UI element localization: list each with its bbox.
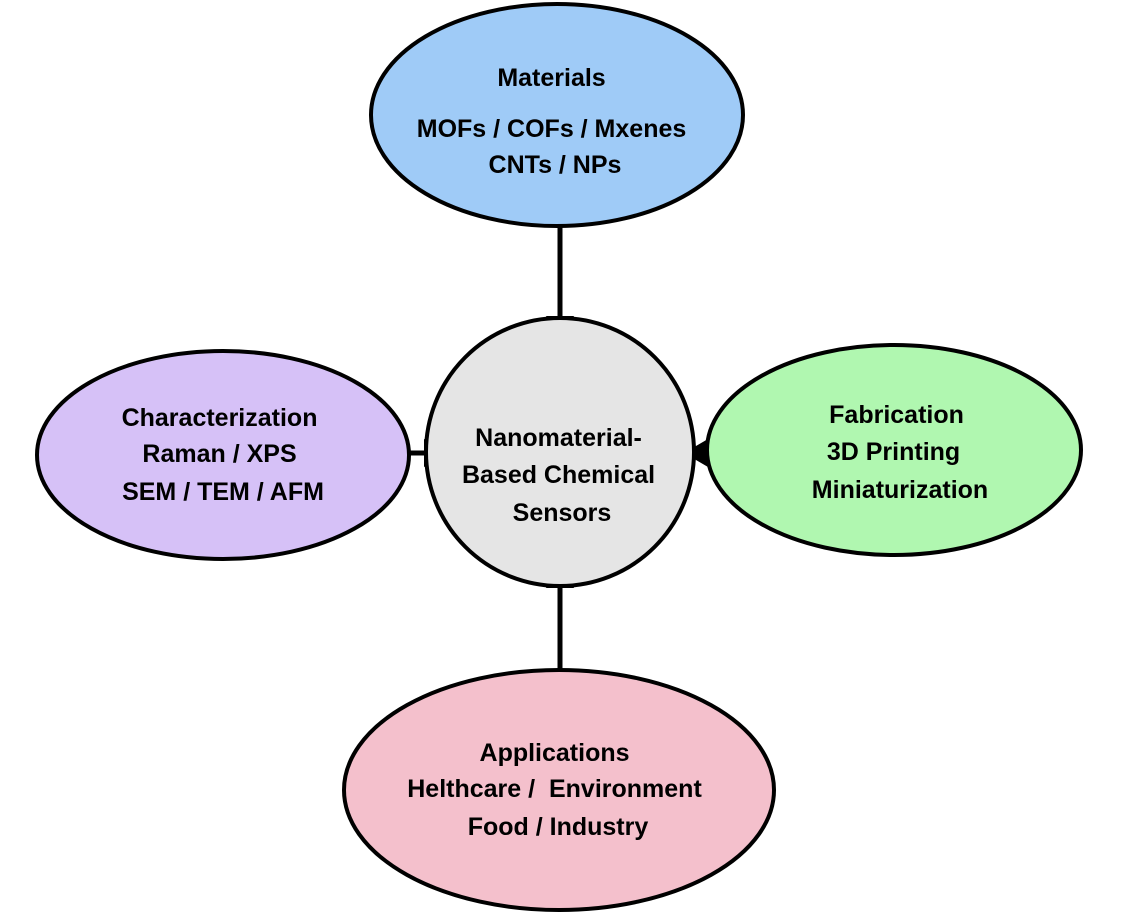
center-line-0: Nanomaterial- xyxy=(475,424,642,452)
center-line-2: Sensors xyxy=(513,499,612,527)
materials-title: Materials xyxy=(497,64,605,92)
applications-ellipse xyxy=(342,668,776,912)
characterization-title: Characterization xyxy=(122,404,318,432)
characterization-ellipse xyxy=(35,349,411,561)
materials-text: Materials MOFs / COFs / Mxenes CNTs / NP… xyxy=(417,64,693,179)
applications-text: Applications Helthcare / Environment Foo… xyxy=(407,739,708,841)
characterization-line-2: SEM / TEM / AFM xyxy=(122,478,324,506)
applications-line-2: Food / Industry xyxy=(468,813,649,841)
node-applications: Applications Helthcare / Environment Foo… xyxy=(342,668,776,912)
fabrication-title: Fabrication xyxy=(829,401,964,429)
center-text: Nanomaterial- Based Chemical Sensors xyxy=(462,424,662,527)
fabrication-ellipse xyxy=(705,343,1083,557)
applications-line-1: Helthcare / Environment xyxy=(407,775,702,803)
characterization-line-1: Raman / XPS xyxy=(142,440,296,468)
applications-title: Applications xyxy=(480,739,630,767)
center-circle xyxy=(424,316,696,588)
node-characterization: Characterization Raman / XPS SEM / TEM /… xyxy=(35,349,411,561)
materials-line-1: MOFs / COFs / Mxenes xyxy=(417,115,687,143)
fabrication-line-2: Miniaturization xyxy=(812,476,988,504)
node-fabrication: Fabrication 3D Printing Miniaturization xyxy=(705,343,1083,557)
characterization-text: Characterization Raman / XPS SEM / TEM /… xyxy=(122,404,325,506)
node-materials: Materials MOFs / COFs / Mxenes CNTs / NP… xyxy=(369,2,745,228)
fabrication-text: Fabrication 3D Printing Miniaturization xyxy=(812,401,988,504)
fabrication-line-1: 3D Printing xyxy=(827,438,960,466)
materials-line-2: CNTs / NPs xyxy=(489,151,622,179)
materials-ellipse xyxy=(369,2,745,228)
center-line-1: Based Chemical xyxy=(462,461,655,489)
arrowhead-left xyxy=(684,439,708,467)
node-center: Nanomaterial- Based Chemical Sensors xyxy=(424,316,696,588)
